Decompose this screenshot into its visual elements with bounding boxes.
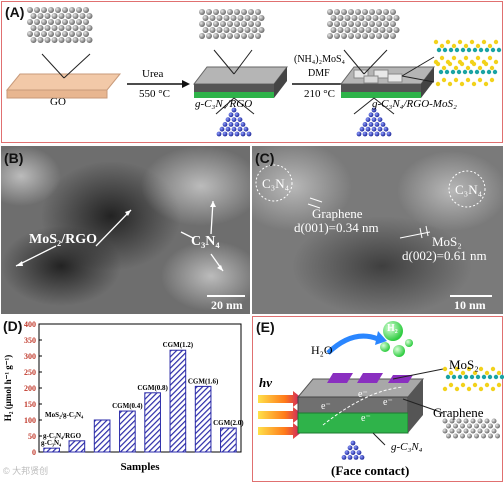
- y-tick-label: 0: [32, 448, 36, 457]
- electron-label-4: e⁻: [361, 413, 371, 424]
- h2-label: H₂: [387, 323, 398, 334]
- bar-7: [220, 427, 237, 453]
- bar-label-5: CGM(1.2): [163, 341, 194, 349]
- graphene-structure-e: [442, 418, 500, 439]
- bar-label-3: CGM(0.4): [112, 402, 143, 410]
- bar-0: [43, 447, 60, 453]
- face-contact-label: (Face contact): [331, 463, 410, 478]
- panel-a-synthesis-scheme: (A): [1, 1, 503, 143]
- panel-b-label: (B): [4, 150, 24, 166]
- c3n4-right-label: C₃N₄: [455, 182, 483, 197]
- bar-1: [68, 440, 86, 453]
- final-graphene-molecule: [327, 9, 400, 39]
- bar-4: [144, 392, 161, 453]
- mos2-rgo-label: MoS₂/RGO: [29, 232, 97, 247]
- panel-c-label: (C): [255, 150, 275, 166]
- bar-label-4: CGM(0.8): [137, 384, 168, 392]
- panel-e-label: (E): [256, 319, 275, 335]
- panel-e-mechanism: (E) H₂O H₂ hv MoS₂ Graphene g-C₃N₄ (Face…: [252, 316, 504, 482]
- y-tick-label: 200: [24, 384, 36, 393]
- y-axis-label: H₂ (μmol h⁻¹ g⁻¹): [3, 355, 13, 421]
- go-substrate-top: [5, 73, 122, 91]
- y-tick-label: 350: [24, 336, 36, 345]
- tem-texture-c: [252, 146, 503, 314]
- h2o-label: H₂O: [311, 343, 333, 357]
- cn-rgo-block-top: [192, 66, 289, 85]
- y-tick-label: 100: [24, 416, 36, 425]
- go-sheet-molecule: [27, 7, 93, 43]
- tem-texture-b: [1, 146, 250, 311]
- panel-d-label: (D): [3, 318, 23, 334]
- mos2-structure-e: [442, 366, 504, 392]
- bar-6: [194, 385, 212, 453]
- graphene-label: Graphene: [312, 206, 363, 221]
- bar-label-6: CGM(1.6): [188, 377, 219, 385]
- c3n4-label-e: g-C₃N₄: [391, 441, 423, 453]
- go-substrate-side: [6, 89, 108, 99]
- mid-graphene-molecule: [199, 9, 265, 39]
- cn-triangle-structure-final: [356, 107, 392, 137]
- step1-temperature: 550 °C: [139, 88, 170, 100]
- mos2-label-c: MoS₂: [432, 234, 462, 249]
- y-tick-label: 150: [24, 400, 36, 409]
- bar-label-2: MoS₂/g-C₃N₄: [45, 411, 84, 419]
- final-product-label: g-C₃N₄/RGO-MoS₂: [372, 98, 457, 110]
- bar-5: [169, 349, 187, 453]
- electron-label-1: e⁻: [358, 389, 368, 400]
- hv-label: hv: [259, 375, 272, 390]
- panel-b-tem-image: (B) MoS₂/RGO C₃N₄ 20 nm: [1, 146, 250, 314]
- y-tick-label: 300: [24, 352, 36, 361]
- bar-label-7: CGM(2.0): [213, 419, 244, 427]
- mos2-layer-structure: [433, 39, 502, 87]
- step2-solvent: DMF: [308, 68, 330, 79]
- graphene-label-e: Graphene: [433, 405, 484, 420]
- watermark: © 大邦贤创: [3, 466, 49, 476]
- bar-3: [119, 410, 136, 453]
- x-axis-label: Samples: [120, 461, 160, 473]
- synthesis-scheme-svg: [5, 7, 502, 137]
- mos2-spacing: d(002)=0.61 nm: [402, 248, 487, 263]
- electron-label-3: e⁻: [321, 401, 331, 412]
- step2-reagent: (NH₄)₂MoS₄: [294, 54, 346, 65]
- c3n4-label-b: C₃N₄: [191, 234, 220, 249]
- graphene-spacing: d(001)=0.34 nm: [294, 220, 379, 235]
- mid-product-label: g-C₃N₄/RGO: [195, 98, 253, 110]
- y-tick-label: 50: [28, 432, 36, 441]
- bar-label-1: g-C₃N₄/RGO: [43, 432, 82, 440]
- c3n4-left-label: C₃N₄: [262, 176, 290, 191]
- bar-label-0: g-C₃N₄: [41, 439, 62, 447]
- h2-evolution-chart: 0 50 100 150 200 250 300 350 400 g-C₃N₄g-C₃N₄/RGO…: [3, 320, 244, 473]
- cn-rgo-green-layer: [194, 92, 274, 98]
- mechanism-svg: [258, 321, 504, 460]
- electron-label-2: e⁻: [383, 397, 393, 408]
- scale-label-c: 10 nm: [454, 298, 486, 312]
- y-tick-label: 400: [24, 320, 36, 329]
- panel-c-hrtem-image: (C) C₃N₄ C₃N₄ Graphene d(001)=0.34 nm Mo…: [252, 146, 503, 314]
- scale-label-b: 20 nm: [211, 298, 243, 312]
- panel-a-label: (A): [5, 4, 25, 20]
- cn-triangle-structure: [216, 107, 252, 137]
- go-label: GO: [50, 96, 66, 108]
- y-tick-label: 250: [24, 368, 36, 377]
- mos2-label-e: MoS₂: [449, 357, 479, 372]
- step2-temperature: 210 °C: [304, 88, 335, 100]
- bar-2: [93, 419, 111, 453]
- step1-reagent: Urea: [142, 68, 164, 80]
- cn-triangle-structure-e: [341, 440, 365, 460]
